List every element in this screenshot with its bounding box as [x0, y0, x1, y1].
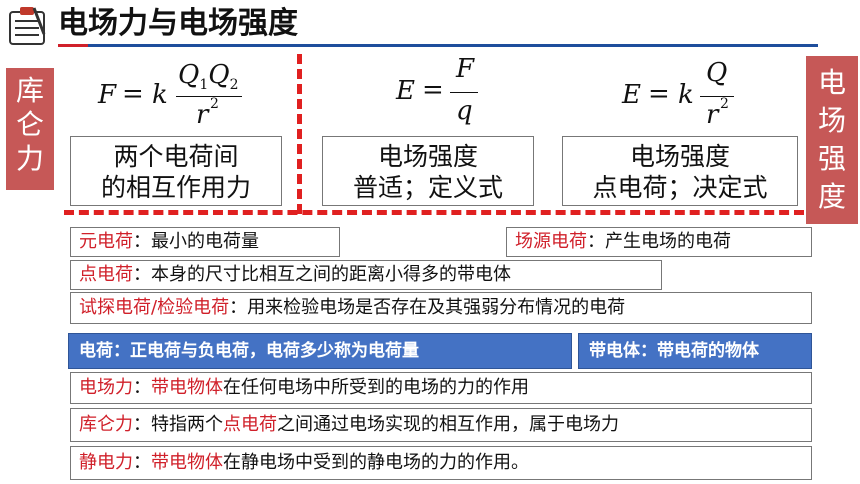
label-char: 强: [817, 142, 846, 175]
term: 场源电荷: [515, 231, 587, 252]
label-char: 仑: [15, 108, 44, 141]
test-charge-row: 试探电荷/检验电荷：用来检验电场是否存在及其强弱分布情况的电荷: [70, 292, 812, 324]
fraction-bar: [700, 96, 734, 97]
formula-symbol: E: [396, 76, 415, 106]
separator: ：: [133, 452, 151, 473]
label-char: 度: [817, 180, 846, 213]
term: 电场力: [79, 377, 133, 398]
electrostatic-force-row: 静电力：带电物体在静电场中受到的静电场的力的作用。: [70, 446, 812, 480]
term: 静电力: [79, 452, 133, 473]
coulomb-law-formula: F = k Q1Q2 r 2: [98, 60, 278, 132]
charge-info-box: 电荷：正电荷与负电荷，电荷多少称为电荷量: [68, 333, 572, 369]
formula-symbol: =: [648, 79, 670, 109]
highlight: 带电物体: [151, 452, 223, 473]
term: 试探电荷/检验电荷: [79, 297, 230, 318]
highlight: 带电物体: [151, 377, 223, 398]
field-strength-label: 电 场 强 度: [806, 56, 858, 224]
formula-denominator: q: [456, 96, 473, 126]
formula-symbol: F: [98, 80, 117, 110]
term: 元电荷: [79, 231, 133, 252]
definition: 在静电场中受到的静电场的力的作用。: [223, 452, 529, 473]
point-charge-row: 点电荷：本身的尺寸比相互之间的距离小得多的带电体: [70, 260, 662, 290]
formula-symbol: E: [622, 80, 641, 110]
title-underline-accent: [58, 44, 88, 47]
formula-symbol: k: [152, 80, 168, 110]
elementary-charge-row: 元电荷：最小的电荷量: [70, 227, 340, 257]
coulomb-force-label: 库 仑 力: [6, 68, 54, 190]
field-definition-formula: E = F q: [396, 54, 496, 132]
definition: ：产生电场的电荷: [587, 231, 731, 252]
label-char: 电: [817, 66, 846, 99]
label-char: 力: [15, 142, 44, 175]
formula-exponent: 2: [720, 96, 729, 112]
dashed-divider-vertical: [297, 54, 302, 214]
formula-numerator: F: [456, 54, 475, 84]
formula-denominator: r: [706, 100, 719, 130]
page-title: 电场力与电场强度: [58, 6, 298, 41]
separator: ：: [133, 377, 151, 398]
formula-denominator: r: [196, 100, 209, 130]
box-line: 普适；定义式: [352, 173, 503, 202]
dashed-divider-horizontal: [64, 210, 804, 215]
title-underline: [58, 44, 818, 47]
charged-body-info-box: 带电体：带电荷的物体: [578, 333, 812, 369]
coulomb-force-row: 库仑力：特指两个点电荷之间通过电场实现的相互作用，属于电场力: [70, 408, 812, 442]
notes-icon: [9, 7, 46, 45]
box-line: 电场强度: [377, 142, 478, 171]
highlight: 点电荷: [223, 414, 277, 435]
fraction-bar: [176, 96, 242, 97]
definition: 在任何电场中所受到的电场的力的作用: [223, 377, 529, 398]
definition: ：特指两个: [133, 414, 223, 435]
formula-exponent: 2: [210, 96, 219, 112]
definition: 之间通过电场实现的相互作用，属于电场力: [277, 414, 619, 435]
term: 点电荷: [79, 264, 133, 285]
label-char: 库: [15, 74, 44, 107]
formula-symbol: k: [678, 80, 694, 110]
definition-description-box: 电场强度 普适；定义式: [322, 136, 534, 206]
box-line: 电场强度: [629, 142, 730, 171]
term: 库仑力: [79, 414, 133, 435]
field-force-row: 电场力：带电物体在任何电场中所受到的电场的力的作用: [70, 372, 812, 404]
box-line: 两个电荷间: [113, 142, 239, 171]
fraction-bar: [450, 92, 478, 93]
definition: ：用来检验电场是否存在及其强弱分布情况的电荷: [229, 297, 626, 318]
formula-numerator: Q1Q2: [178, 60, 239, 94]
formula-symbol: =: [122, 79, 144, 109]
label-char: 场: [817, 104, 846, 137]
formula-numerator: Q: [706, 58, 728, 88]
point-charge-field-formula: E = k Q r 2: [622, 58, 762, 132]
formula-symbol: =: [422, 75, 444, 105]
coulomb-description-box: 两个电荷间 的相互作用力: [70, 136, 282, 206]
definition: ：本身的尺寸比相互之间的距离小得多的带电体: [133, 264, 511, 285]
point-charge-description-box: 电场强度 点电荷；决定式: [562, 136, 798, 206]
box-line: 的相互作用力: [100, 173, 251, 202]
source-charge-row: 场源电荷：产生电场的电荷: [506, 227, 812, 257]
box-line: 点电荷；决定式: [592, 173, 768, 202]
definition: ：最小的电荷量: [133, 231, 259, 252]
